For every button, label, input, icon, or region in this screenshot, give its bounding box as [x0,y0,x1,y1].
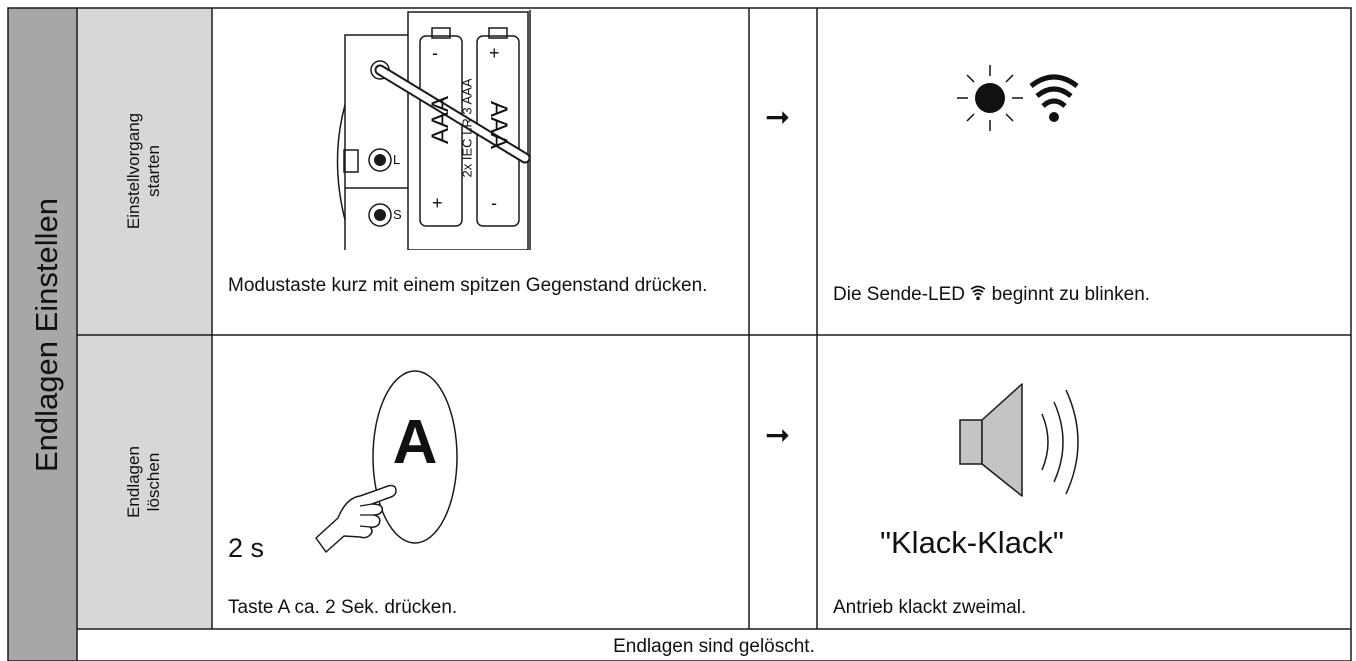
battery-type-left: AAA [427,95,454,145]
arrow-row-1: ➞ [765,101,791,134]
button-s-label: S [393,207,402,222]
footer-text: Endlagen sind gelöscht. [613,636,815,657]
battery-minus-bottom: - [491,193,497,213]
step-label-row-2-line-2: löschen [144,452,163,512]
result-text-row-1-before: Die Sende-LED [833,284,966,305]
wifi-transmit-inline-icon [970,285,986,301]
key-a-letter: A [392,408,438,477]
sun-led-icon [957,65,1023,131]
key-a-button [372,370,458,544]
step-label-row-1: Einstellvorgang starten [124,113,164,229]
step-label-cell-2 [77,335,212,629]
battery-plus-top: + [489,43,500,63]
step-label-row-2-line-1: Endlagen [124,446,143,518]
battery-spec-label: 2x IEC LR 3 AAA [459,78,475,178]
result-text-row-1: Die Sende-LED beginnt zu blinken. [833,284,1150,306]
step-label-row-1-line-1: Einstellvorgang [124,112,143,230]
battery-compartment-illustration [336,10,531,250]
result-text-row-2: Antrieb klackt zweimal. [833,597,1027,618]
button-l-label: L [393,152,401,167]
step-label-row-1-line-2: starten [144,145,163,197]
battery-type-right: AAA [485,100,512,150]
arrow-row-2: ➞ [765,419,791,452]
wifi-transmit-icon [1029,74,1079,122]
action-text-row-1: Modustaste kurz mit einem spitzen Gegens… [228,275,708,296]
battery-plus-bottom: + [432,193,443,213]
sound-text: "Klack-Klack" [880,525,1064,560]
step-label-cell-1 [77,8,212,335]
battery-minus-top: - [432,43,438,63]
title-column [8,8,77,661]
step-label-row-2: Endlagen löschen [124,446,164,518]
main-title: Endlagen Einstellen [29,197,64,473]
action-text-row-2: Taste A ca. 2 Sek. drücken. [228,597,458,618]
hand-pointer-icon [315,484,397,553]
speaker-icon [959,383,1079,497]
duration-label: 2 s [228,533,265,563]
result-text-row-1-after: beginnt zu blinken. [991,284,1151,305]
